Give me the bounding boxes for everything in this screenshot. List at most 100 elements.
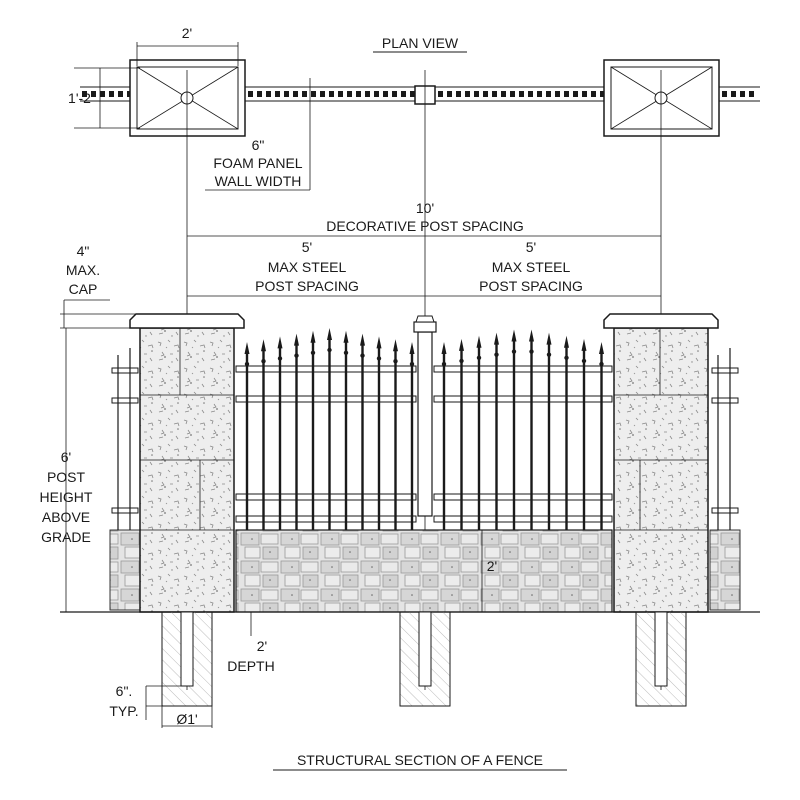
wall-dot (302, 91, 307, 97)
wall-dot (392, 91, 397, 97)
wall-dot (118, 91, 123, 97)
pickets-right (441, 329, 604, 530)
picket (261, 339, 266, 530)
wall-height-dimension: 2' (481, 530, 497, 612)
picket (294, 333, 299, 530)
picket (546, 332, 552, 530)
wall-dot (600, 91, 605, 97)
wall-dot (356, 91, 361, 97)
wall-dot (438, 91, 443, 97)
steel-left-line1: MAX STEEL (268, 259, 347, 275)
steel-right-value: 5' (526, 239, 536, 255)
wall-dot (320, 91, 325, 97)
cap-line1: MAX. (66, 262, 100, 278)
wall-dot (401, 91, 406, 97)
picket (277, 336, 283, 530)
typ-dimension: 6". TYP. (109, 683, 190, 720)
diameter-dimension: Ø1' (161, 706, 213, 728)
wall-dot (82, 91, 87, 97)
post-depth-label: 1'-2" (68, 90, 96, 106)
plan-wall-dots (82, 91, 754, 97)
picket (581, 338, 587, 530)
wall-height-label: 2' (487, 558, 497, 574)
fence-elevation: 2' (60, 313, 760, 613)
wall-dot (564, 91, 569, 97)
right-edge-fence-stub (709, 348, 741, 611)
wall-dot (248, 91, 253, 97)
wall-dot (109, 91, 114, 97)
wall-dot (510, 91, 515, 97)
typ-label: TYP. (109, 703, 138, 719)
wall-dot (447, 91, 452, 97)
post-spacing-label: DECORATIVE POST SPACING (326, 218, 524, 234)
picket (343, 330, 349, 530)
picket (376, 336, 382, 530)
picket (511, 329, 517, 530)
height-line1: POST (47, 469, 86, 485)
picket (599, 342, 604, 530)
wall-dot (731, 91, 736, 97)
stone-post-left (129, 313, 245, 613)
steel-right-line1: MAX STEEL (492, 259, 571, 275)
panel-width-value: 6" (252, 137, 265, 153)
wall-dot (546, 91, 551, 97)
steel-left-value: 5' (302, 239, 312, 255)
wall-dot (293, 91, 298, 97)
picket (310, 330, 316, 530)
diameter-label: Ø1' (176, 711, 197, 727)
panel-width-dimension: 6" FOAM PANEL WALL WIDTH (205, 78, 311, 191)
steel-right-line2: POST SPACING (479, 278, 583, 294)
depth-label: DEPTH (227, 658, 274, 674)
wall-dot (749, 91, 754, 97)
post-width-dimension: 2' (136, 25, 239, 66)
wall-dot (591, 91, 596, 97)
wall-dot (275, 91, 280, 97)
wall-dot (374, 91, 379, 97)
height-line4: GRADE (41, 529, 91, 545)
picket (476, 335, 482, 530)
wall-dot (311, 91, 316, 97)
picket (409, 342, 415, 530)
steel-spacing-right-dimension: 5' MAX STEEL POST SPACING (425, 239, 661, 297)
depth-value: 2' (257, 638, 267, 654)
footing-left (161, 611, 213, 707)
wall-dot (573, 91, 578, 97)
center-steel-post (413, 315, 437, 517)
wall-dot (555, 91, 560, 97)
plan-post-left (129, 59, 246, 137)
plan-view-title: PLAN VIEW (382, 35, 459, 51)
footing-right (635, 611, 687, 707)
wall-dot (740, 91, 745, 97)
wall-dot (410, 91, 415, 97)
wall-dot (338, 91, 343, 97)
wall-dot (465, 91, 470, 97)
left-edge-fence-stub (109, 348, 141, 611)
footings: 2' DEPTH 6". TYP. Ø1' (109, 611, 687, 728)
wall-dot (91, 91, 96, 97)
picket (393, 339, 398, 530)
fence-panel-left (235, 328, 417, 530)
height-value: 6' (61, 449, 71, 465)
panel-width-line1: FOAM PANEL (213, 155, 302, 171)
picket (244, 342, 250, 530)
typ-value: 6". (116, 683, 133, 699)
cap-dimension: 4" MAX. CAP (60, 243, 160, 329)
plan-view: PLAN VIEW (68, 25, 760, 191)
picket (327, 328, 332, 530)
steel-spacing-left-dimension: 5' MAX STEEL POST SPACING (187, 239, 425, 297)
picket (360, 333, 365, 530)
wall-dot (347, 91, 352, 97)
cap-value: 4" (77, 243, 90, 259)
height-dimension: 6' POST HEIGHT ABOVE GRADE (40, 328, 140, 613)
section-title: STRUCTURAL SECTION OF A FENCE (297, 752, 543, 768)
wall-dot (483, 91, 488, 97)
wall-dot (284, 91, 289, 97)
wall-dot (528, 91, 533, 97)
wall-dot (537, 91, 542, 97)
stone-base-wall (235, 529, 613, 613)
wall-dot (456, 91, 461, 97)
picket (441, 342, 447, 530)
wall-dot (722, 91, 727, 97)
fence-panel-right (433, 329, 613, 530)
